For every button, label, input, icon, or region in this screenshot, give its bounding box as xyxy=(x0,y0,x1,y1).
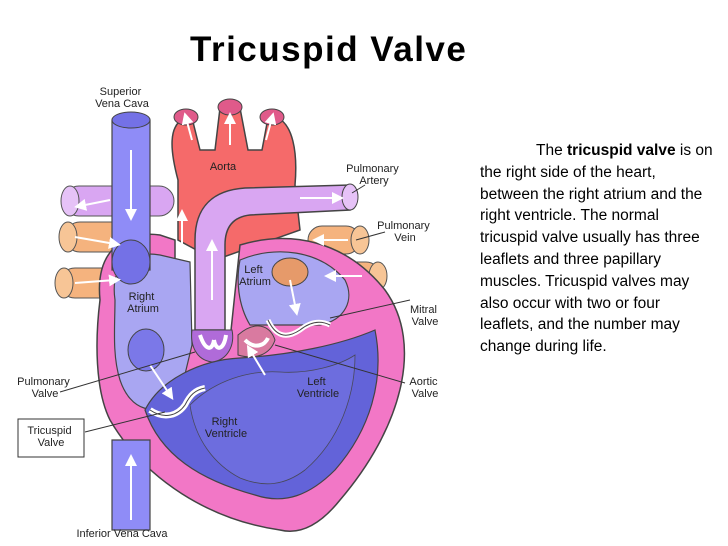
ventricles xyxy=(144,329,379,500)
label-inferior-vena-cava: Inferior Vena Cava xyxy=(76,528,168,540)
description-term: tricuspid valve xyxy=(567,142,676,159)
tricuspid-valve-shape xyxy=(148,385,206,419)
label-pulmonary-vein: Pulmonary Vein xyxy=(377,220,433,244)
label-right-atrium: Right Atrium xyxy=(127,291,159,315)
description-lead: The xyxy=(536,142,568,159)
label-left-ventricle: Left Ventricle xyxy=(297,376,339,400)
page-title: Tricuspid Valve xyxy=(190,30,468,69)
mitral-valve-shape xyxy=(265,318,332,338)
label-superior-vena-cava: Superior Vena Cava xyxy=(95,86,150,110)
label-pulmonary-artery: Pulmonary Artery xyxy=(346,163,402,187)
pulmonary-valve-shape xyxy=(191,329,234,363)
label-aorta: Aorta xyxy=(210,161,237,173)
label-right-ventricle: Right Ventricle xyxy=(205,416,247,440)
pointer-lines xyxy=(59,184,411,433)
aorta xyxy=(171,98,301,261)
label-tricuspid-valve: Tricuspid Valve xyxy=(27,425,74,449)
flow-arrows xyxy=(74,112,362,520)
tricuspid-label-box xyxy=(17,418,85,458)
left-atrium xyxy=(237,251,350,326)
label-left-atrium: Left Atrium xyxy=(239,264,271,288)
label-aortic-valve: Aortic Valve xyxy=(409,376,440,400)
description-text: The tricuspid valve is on the right side… xyxy=(480,140,714,358)
label-pulmonary-valve: Pulmonary Valve xyxy=(17,376,73,400)
label-mitral-valve: Mitral Valve xyxy=(410,304,440,328)
description-body: is on the right side of the heart, betwe… xyxy=(480,142,713,356)
